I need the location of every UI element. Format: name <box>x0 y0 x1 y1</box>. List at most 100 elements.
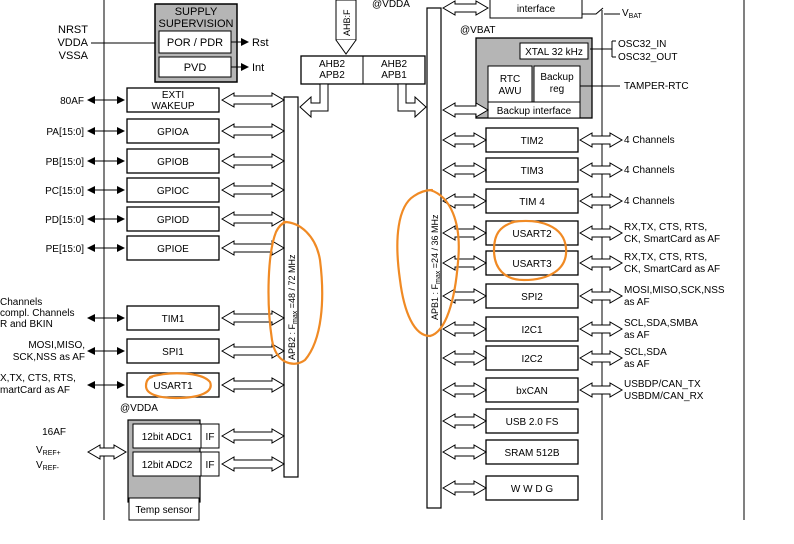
exti-wakeup-pin-label: 80AF <box>60 96 84 107</box>
gpioe-pin-label: PE[15:0] <box>46 244 85 255</box>
adc-af-label: 16AF <box>42 427 66 438</box>
spi1-box <box>126 338 220 364</box>
tim2-pin-arrow <box>579 132 623 148</box>
apb1-bridge-arrow <box>397 83 427 119</box>
i2c2-pin-arrow <box>579 350 623 366</box>
adc2-bus-arrow <box>221 456 285 472</box>
annotation-circle-usart23 <box>492 220 568 282</box>
osc32-out-label: OSC32_OUT <box>618 52 677 63</box>
i2c1-pin-label: as AF <box>624 330 650 341</box>
bridge-block: AHB2 APB2 AHB2 APB1 <box>300 55 426 85</box>
tim3-pin-label: 4 Channels <box>624 165 675 176</box>
tamper-label: TAMPER-RTC <box>624 81 689 92</box>
bxcan-bus-arrow <box>442 382 487 398</box>
block-sram-512b: SRAM 512B <box>442 439 579 465</box>
supply-pins: NRST VDDA VSSA <box>57 24 88 62</box>
sram-512b-label: SRAM 512B <box>504 448 559 459</box>
adc2-if-box <box>200 451 220 477</box>
usart1-label: USART1 <box>153 381 193 392</box>
spi2-bus-arrow <box>442 288 487 304</box>
i2c2-pin-label: as AF <box>624 359 650 370</box>
pin-vdda: VDDA <box>57 37 88 49</box>
xtal-label: XTAL 32 kHz <box>525 47 583 58</box>
pvd-label: PVD <box>184 62 207 74</box>
annotation-circle-usart1 <box>144 372 212 400</box>
temp-sensor-box <box>128 497 200 521</box>
adc1-box <box>132 423 202 449</box>
tim2-bus-arrow <box>442 132 487 148</box>
i2c1-pin-label: SCL,SDA,SMBA <box>624 318 698 329</box>
spi1-pins-line1: MOSI,MISO, <box>28 340 85 351</box>
usart3-pin-label: RX,TX, CTS, RTS, <box>624 252 707 263</box>
vref-minus-label: VREF- <box>36 460 60 472</box>
exti-wakeup-box <box>126 87 220 113</box>
tim1-pins-line1: Channels <box>0 297 42 308</box>
block-usb-2-0-fs: USB 2.0 FS <box>442 408 579 434</box>
usart1-pins-line1: X,TX, CTS, RTS, <box>0 373 76 384</box>
backup-reg-line1: Backup <box>540 72 574 83</box>
i2c2-pin-label: SCL,SDA <box>624 347 667 358</box>
rtc-label-line2: AWU <box>499 86 522 97</box>
spi2-pin-label: as AF <box>624 297 650 308</box>
gpioa-pin-label: PA[15:0] <box>46 127 84 138</box>
adc2-if-label: IF <box>206 460 215 471</box>
usart2-pin-label: RX,TX, CTS, RTS, <box>624 222 707 233</box>
tim2-label: TIM2 <box>521 136 544 147</box>
vref-plus-label: VREF+ <box>36 445 61 457</box>
i2c2-box <box>485 345 579 371</box>
usart2-pin-arrow <box>579 225 623 241</box>
osc32-in-label: OSC32_IN <box>618 39 666 50</box>
block-w-w-d-g: W W D G <box>442 475 579 501</box>
backup-domain: XTAL 32 kHz RTC AWU Backup reg Backup in… <box>475 37 593 119</box>
spi2-label: SPI2 <box>521 292 543 303</box>
block-spi1: SPI1 <box>87 338 285 364</box>
adc2-label: 12bit ADC2 <box>142 460 193 471</box>
block-usart1: USART1 <box>87 372 285 398</box>
exti-wakeup-label: WAKEUP <box>152 101 195 112</box>
adc1-if-label: IF <box>206 432 215 443</box>
i2c1-box <box>485 316 579 342</box>
block-tim3: TIM3 4 Channels <box>442 157 675 183</box>
ahb-f-label: AHB:F <box>342 9 352 36</box>
gpioe-bus-arrow <box>221 240 285 256</box>
tim-4-box <box>485 188 579 214</box>
adc1-bus-arrow <box>221 428 285 444</box>
apb1-bus-label: APB1 : Fmax =24 / 36 MHz <box>430 214 442 320</box>
gpioc-label: GPIOC <box>157 186 189 197</box>
i2c1-bus-arrow <box>442 321 487 337</box>
xtal-box <box>519 42 589 60</box>
usart2-bus-arrow <box>442 225 487 241</box>
backup-reg-line2: reg <box>550 84 564 95</box>
apb2-bus-label: APB2 : Fmax =48 / 72 MHz <box>287 254 299 360</box>
rst-label: Rst <box>252 37 269 49</box>
usb-2-0-fs-bus-arrow <box>442 413 487 429</box>
tim1-pins-line2: compl. Channels <box>0 308 74 319</box>
exti-wakeup-bus-arrow <box>221 92 285 108</box>
tim-4-pin-label: 4 Channels <box>624 196 675 207</box>
i2c2-bus-arrow <box>442 350 487 366</box>
gpioa-box <box>126 118 220 144</box>
temp-sensor-label: Temp sensor <box>135 505 193 516</box>
tim3-label: TIM3 <box>521 166 544 177</box>
annotation-circle-apb1 <box>396 188 460 338</box>
int-label: Int <box>252 62 264 74</box>
usart3-pin-label: CK, SmartCard as AF <box>624 264 720 275</box>
usart1-bus-arrow <box>221 377 285 393</box>
gpioc-box <box>126 177 220 203</box>
tim1-bus-arrow <box>221 310 285 326</box>
gpiod-box <box>126 206 220 232</box>
top-interface-label: interface <box>517 4 556 15</box>
usart3-pin-arrow <box>579 255 623 271</box>
usart1-pins-line2: martCard as AF <box>0 385 70 396</box>
gpiob-pin-label: PB[15:0] <box>46 157 85 168</box>
adc1-if-box <box>200 423 220 449</box>
bxcan-pin-label: USBDP/CAN_TX <box>624 379 701 390</box>
hand-annotations <box>144 188 568 400</box>
supply-supervision-block: SUPPLY SUPERVISION POR / PDR PVD <box>154 3 238 83</box>
